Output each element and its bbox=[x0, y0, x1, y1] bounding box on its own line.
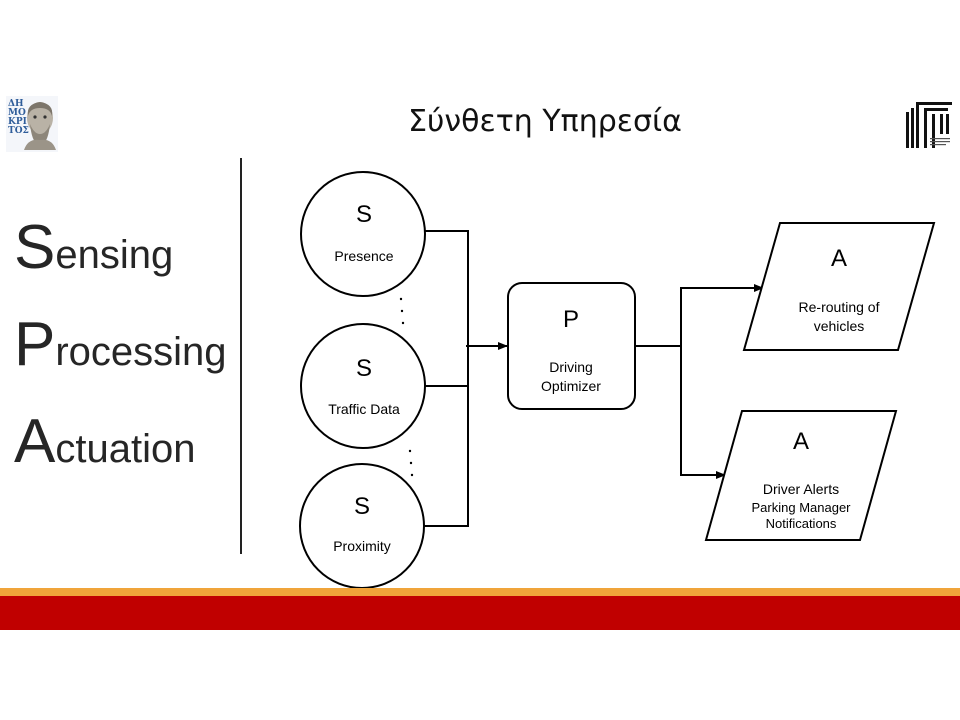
divider-line bbox=[240, 158, 242, 554]
actuator-letter: A bbox=[793, 428, 809, 455]
sensor-presence-node: S Presence bbox=[300, 171, 426, 297]
institute-logo bbox=[906, 102, 952, 148]
processor-letter: P bbox=[563, 306, 579, 333]
logo-letter-line: ΤΟΣ bbox=[8, 126, 29, 136]
page-title: Σύνθετη Υπηρεσία bbox=[408, 104, 682, 139]
actuator-connectors bbox=[636, 284, 764, 479]
sensing-label: Sensing bbox=[14, 212, 173, 283]
demokritos-logo: ΔΗ ΜΟ ΚΡΙ ΤΟΣ bbox=[6, 96, 58, 152]
logo-letter-line: ΔΗ bbox=[8, 99, 24, 109]
footer-band-red bbox=[0, 596, 960, 630]
bust-icon bbox=[24, 102, 56, 150]
actuator-label-line2: Parking Manager bbox=[752, 500, 852, 515]
processor-node: P Driving Optimizer bbox=[507, 282, 636, 410]
sensor-label: Traffic Data bbox=[328, 401, 400, 417]
sensing-initial: S bbox=[14, 213, 56, 282]
processor-label-line2: Optimizer bbox=[541, 378, 601, 394]
actuation-rest: ctuation bbox=[55, 427, 196, 471]
sensor-label: Presence bbox=[334, 248, 393, 264]
processing-rest: rocessing bbox=[55, 330, 227, 374]
sensor-letter: S bbox=[356, 355, 372, 382]
sensor-label: Proximity bbox=[333, 538, 391, 554]
sensor-traffic-node: S Traffic Data bbox=[300, 323, 426, 449]
processing-initial: P bbox=[14, 310, 56, 379]
actuation-initial: A bbox=[14, 407, 56, 476]
sensing-rest: ensing bbox=[55, 233, 174, 277]
actuator-label-line2: vehicles bbox=[814, 318, 865, 334]
footer-band-orange bbox=[0, 588, 960, 596]
sensor-connectors bbox=[424, 230, 508, 527]
sensor-proximity-node: S Proximity bbox=[299, 463, 425, 589]
sensor-letter: S bbox=[356, 201, 372, 228]
actuator-rerouting-node: A Re-routing of vehicles bbox=[742, 222, 936, 351]
actuation-label: Actuation bbox=[14, 406, 195, 477]
actuator-label-line1: Driver Alerts bbox=[763, 481, 839, 497]
actuator-label-line3: Notifications bbox=[766, 516, 837, 531]
logo-letters: ΔΗ ΜΟ ΚΡΙ ΤΟΣ bbox=[8, 99, 29, 136]
actuator-letter: A bbox=[831, 245, 847, 272]
logo-letter-line: ΜΟ bbox=[8, 108, 26, 118]
logo-letter-line: ΚΡΙ bbox=[8, 117, 27, 127]
actuator-alerts-node: A Driver Alerts Parking Manager Notifica… bbox=[704, 410, 898, 541]
processor-label-line1: Driving bbox=[549, 359, 593, 375]
ellipsis-dots bbox=[399, 297, 414, 477]
processing-label: Processing bbox=[14, 309, 227, 380]
actuator-label-line1: Re-routing of bbox=[799, 299, 880, 315]
sensor-letter: S bbox=[354, 493, 370, 520]
